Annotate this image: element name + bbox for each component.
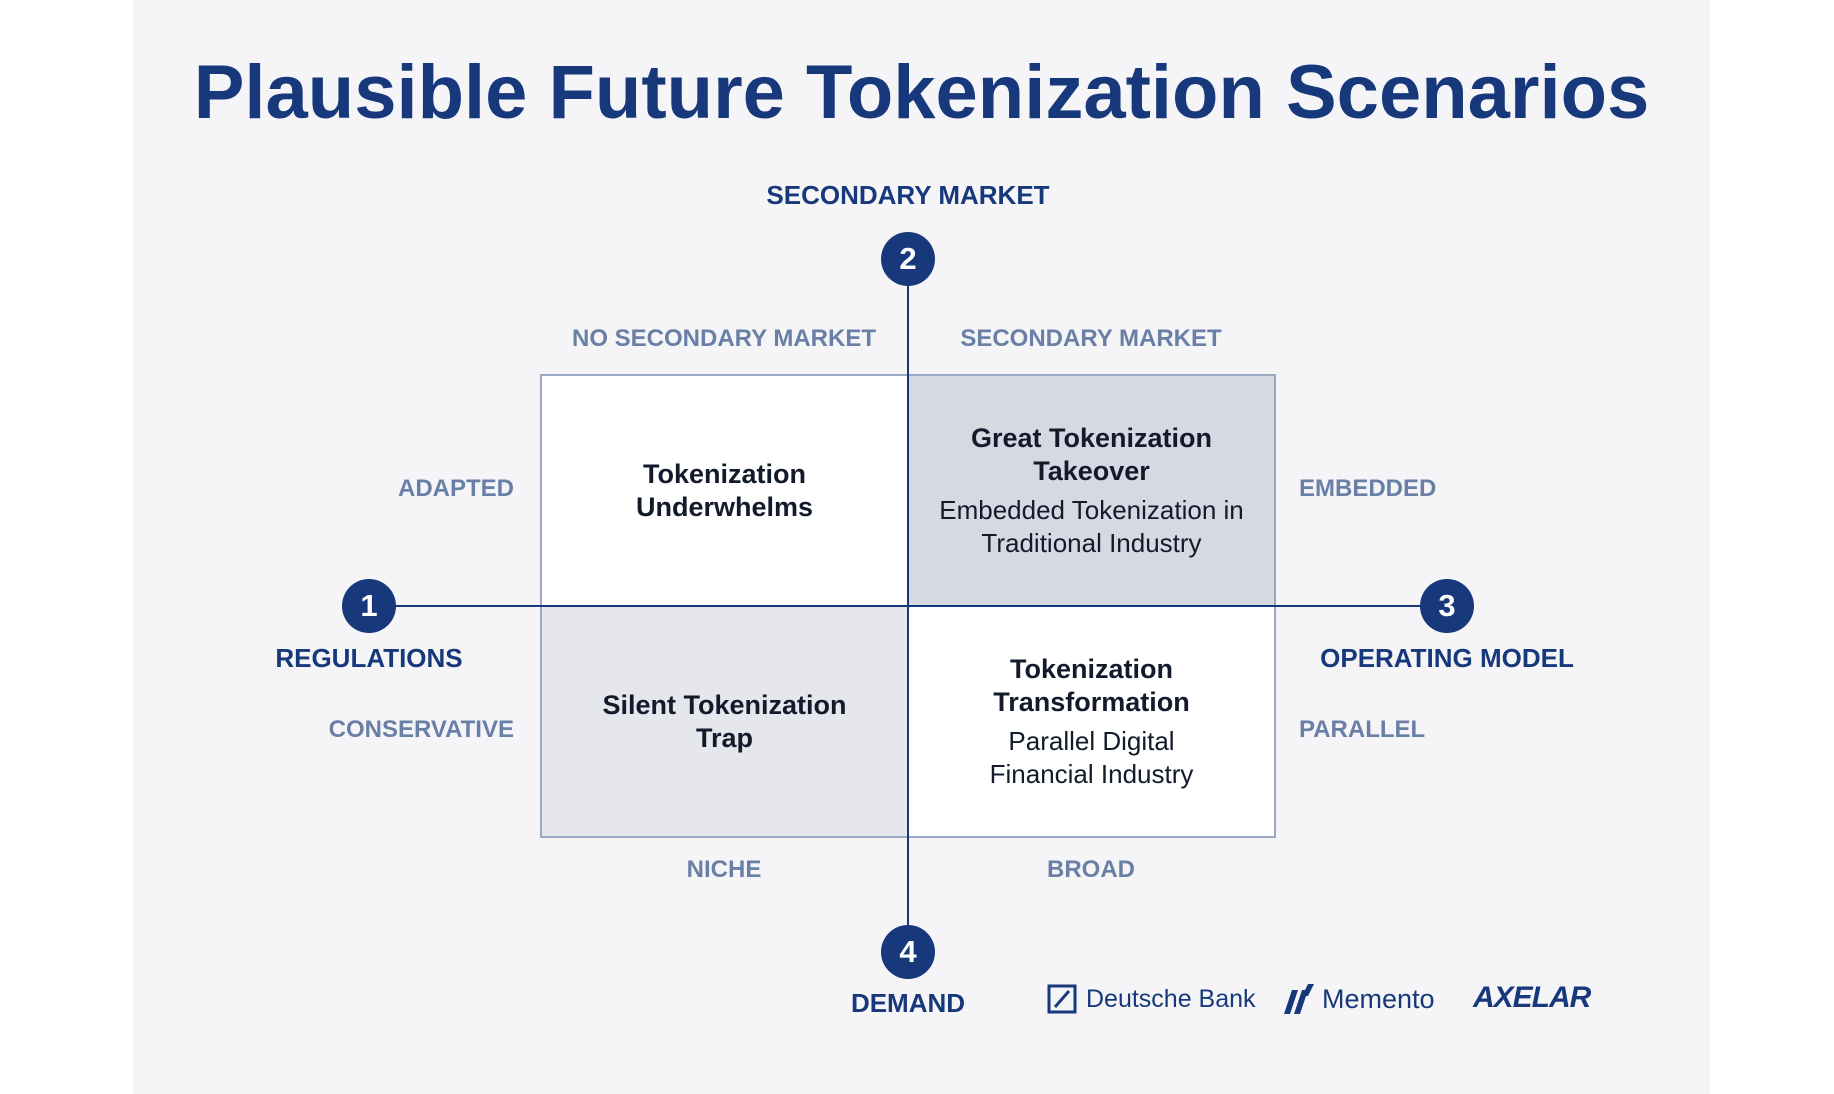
quadrant-top-right: Great Tokenization Takeover Embedded Tok… — [908, 375, 1275, 606]
quadrant-bottom-right-subtitle: Parallel Digital Financial Industry — [989, 725, 1194, 789]
axis-title-bottom: DEMAND — [850, 988, 966, 1018]
page-title: Plausible Future Tokenization Scenarios — [193, 50, 1650, 135]
label-broad: BROAD — [1047, 856, 1135, 883]
quadrant-top-left-bg — [541, 375, 908, 606]
label-adapted: ADAPTED — [397, 475, 514, 502]
quadrant-top-right-bg — [908, 375, 1275, 606]
memento-icon — [1284, 984, 1314, 1014]
label-conservative: CONSERVATIVE — [328, 716, 514, 743]
deutsche-bank-logo: Deutsche Bank — [1047, 984, 1256, 1014]
memento-text: Memento — [1322, 984, 1435, 1014]
axis-number-3: 3 — [1420, 579, 1474, 633]
quadrant-top-left-title: Tokenization Underwhelms — [635, 458, 814, 522]
axis-title-right: OPERATING MODEL — [1320, 643, 1574, 673]
quadrant-bottom-left: Silent Tokenization Trap — [541, 606, 908, 837]
deutsche-bank-text: Deutsche Bank — [1086, 985, 1256, 1013]
quadrant-top-left: Tokenization Underwhelms — [541, 375, 908, 606]
quadrant-bottom-right-title: Tokenization Transformation — [993, 653, 1190, 717]
quadrant-bottom-right: Tokenization Transformation Parallel Dig… — [908, 606, 1275, 837]
quadrant-bottom-left-bg — [541, 606, 908, 837]
label-embedded: EMBEDDED — [1299, 475, 1437, 502]
memento-logo: Memento — [1284, 984, 1435, 1014]
axis-number-4: 4 — [881, 925, 935, 979]
label-niche: NICHE — [686, 856, 762, 883]
quadrant-top-right-title: Great Tokenization Takeover — [970, 422, 1213, 486]
quadrant-top-right-subtitle: Embedded Tokenization in Traditional Ind… — [939, 494, 1244, 558]
axis-number-1: 1 — [342, 579, 396, 633]
axis-number-2: 2 — [881, 232, 935, 286]
axis-title-left: REGULATIONS — [275, 643, 463, 673]
label-secondary-market: SECONDARY MARKET — [960, 325, 1222, 352]
axelar-text: AXELAR — [1473, 981, 1591, 1014]
deutsche-bank-icon — [1047, 984, 1077, 1014]
axelar-logo: AXELAR — [1473, 981, 1591, 1015]
quadrant-bottom-left-title: Silent Tokenization Trap — [602, 689, 847, 753]
label-no-secondary-market: NO SECONDARY MARKET — [571, 325, 877, 352]
axis-title-top: SECONDARY MARKET — [766, 180, 1050, 210]
label-parallel: PARALLEL — [1299, 716, 1426, 743]
quadrant-bottom-right-bg — [908, 606, 1275, 837]
